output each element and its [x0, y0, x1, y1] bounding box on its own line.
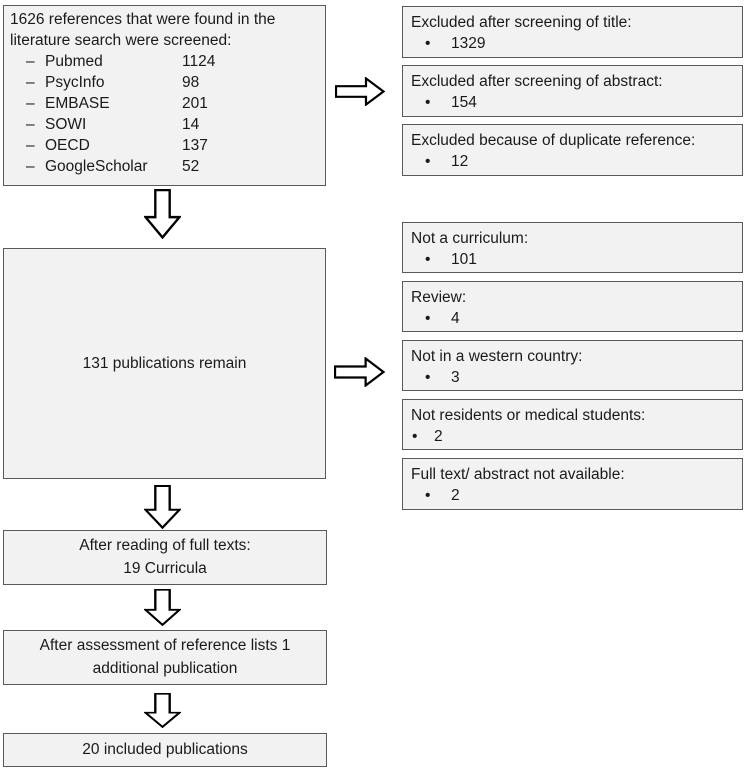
- right-arrow-icon: [334, 357, 385, 387]
- full-texts-line1: After reading of full texts:: [79, 537, 251, 554]
- dash-marker: –: [26, 158, 35, 175]
- included-publications-label: 20 included publications: [82, 741, 248, 758]
- dash-marker: –: [26, 53, 35, 70]
- source-row-psycinfo: – PsycInfo 98: [10, 72, 319, 93]
- review-count: 4: [451, 310, 460, 327]
- dash-marker: –: [26, 116, 35, 133]
- box-fulltext-unavailable: Full text/ abstract not available: • 2: [402, 458, 743, 510]
- source-count: 1124: [182, 53, 216, 70]
- right-arrow-icon: [335, 77, 385, 106]
- fulltext-unavailable-count-row: • 2: [425, 485, 734, 506]
- bullet-marker: •: [425, 153, 431, 170]
- box-review: Review: • 4: [402, 281, 743, 332]
- source-row-pubmed: – Pubmed 1124: [10, 51, 319, 72]
- box-references-screened: 1626 references that were found in the l…: [3, 5, 326, 186]
- bullet-marker: •: [425, 487, 431, 504]
- references-title-line2: literature search were screened:: [10, 32, 232, 49]
- box-not-western-country: Not in a western country: • 3: [402, 340, 743, 391]
- excluded-duplicate-label: Excluded because of duplicate reference:: [411, 132, 696, 149]
- dash-marker: –: [26, 95, 35, 112]
- review-count-row: • 4: [425, 308, 734, 329]
- source-name: GoogleScholar: [45, 158, 148, 175]
- box-excluded-abstract: Excluded after screening of abstract: • …: [402, 65, 743, 117]
- bullet-marker: •: [412, 428, 418, 445]
- reference-lists-line2: additional publication: [92, 660, 238, 677]
- dash-marker: –: [26, 74, 35, 91]
- bullet-marker: •: [425, 251, 431, 268]
- source-name: Pubmed: [45, 53, 103, 70]
- dash-marker: –: [26, 137, 35, 154]
- excluded-duplicate-count-row: • 12: [425, 151, 734, 172]
- excluded-abstract-count: 154: [451, 94, 477, 111]
- source-row-googlescholar: – GoogleScholar 52: [10, 156, 319, 177]
- not-curriculum-label: Not a curriculum:: [411, 230, 529, 247]
- not-residents-students-count: 2: [434, 428, 443, 445]
- bullet-marker: •: [425, 310, 431, 327]
- box-publications-remain: 131 publications remain: [3, 248, 326, 479]
- box-excluded-duplicate: Excluded because of duplicate reference:…: [402, 124, 743, 176]
- down-arrow-icon: [144, 485, 181, 529]
- fulltext-unavailable-count: 2: [451, 487, 460, 504]
- down-arrow-icon: [144, 693, 181, 728]
- reference-lists-line1: After assessment of reference lists 1: [39, 637, 291, 654]
- source-name: PsycInfo: [45, 74, 105, 91]
- excluded-duplicate-count: 12: [451, 153, 469, 170]
- not-western-country-count: 3: [451, 369, 460, 386]
- excluded-abstract-label: Excluded after screening of abstract:: [411, 73, 663, 90]
- bullet-marker: •: [425, 94, 431, 111]
- source-count: 137: [182, 137, 208, 154]
- excluded-title-count-row: • 1329: [425, 33, 734, 54]
- source-count: 201: [182, 95, 208, 112]
- excluded-title-count: 1329: [451, 35, 486, 52]
- box-included-publications: 20 included publications: [3, 733, 327, 767]
- source-row-embase: – EMBASE 201: [10, 93, 319, 114]
- fulltext-unavailable-label: Full text/ abstract not available:: [411, 466, 625, 483]
- publications-remain-label: 131 publications remain: [82, 354, 247, 372]
- references-title-line1: 1626 references that were found in the: [10, 11, 276, 28]
- box-excluded-title: Excluded after screening of title: • 132…: [402, 6, 743, 58]
- not-western-country-label: Not in a western country:: [411, 348, 583, 365]
- box-not-residents-students: Not residents or medical students: • 2: [402, 399, 743, 450]
- not-residents-students-count-row: • 2: [412, 426, 734, 447]
- review-label: Review:: [411, 289, 467, 306]
- source-name: EMBASE: [45, 95, 110, 112]
- not-curriculum-count-row: • 101: [425, 249, 734, 270]
- bullet-marker: •: [425, 369, 431, 386]
- down-arrow-icon: [144, 189, 181, 239]
- bullet-marker: •: [425, 35, 431, 52]
- source-count: 52: [182, 158, 200, 175]
- down-arrow-icon: [144, 589, 181, 626]
- source-name: OECD: [45, 137, 90, 154]
- not-residents-students-label: Not residents or medical students:: [411, 407, 646, 424]
- excluded-abstract-count-row: • 154: [425, 92, 734, 113]
- full-texts-line2: 19 Curricula: [123, 560, 207, 577]
- excluded-title-label: Excluded after screening of title:: [411, 14, 632, 31]
- source-count: 98: [182, 74, 200, 91]
- not-western-country-count-row: • 3: [425, 367, 734, 388]
- box-full-texts: After reading of full texts: 19 Curricul…: [3, 530, 327, 585]
- not-curriculum-count: 101: [451, 251, 477, 268]
- box-not-curriculum: Not a curriculum: • 101: [402, 222, 743, 273]
- box-reference-lists: After assessment of reference lists 1 ad…: [3, 630, 327, 685]
- source-count: 14: [182, 116, 200, 133]
- source-name: SOWI: [45, 116, 87, 133]
- source-row-sowi: – SOWI 14: [10, 114, 319, 135]
- source-row-oecd: – OECD 137: [10, 135, 319, 156]
